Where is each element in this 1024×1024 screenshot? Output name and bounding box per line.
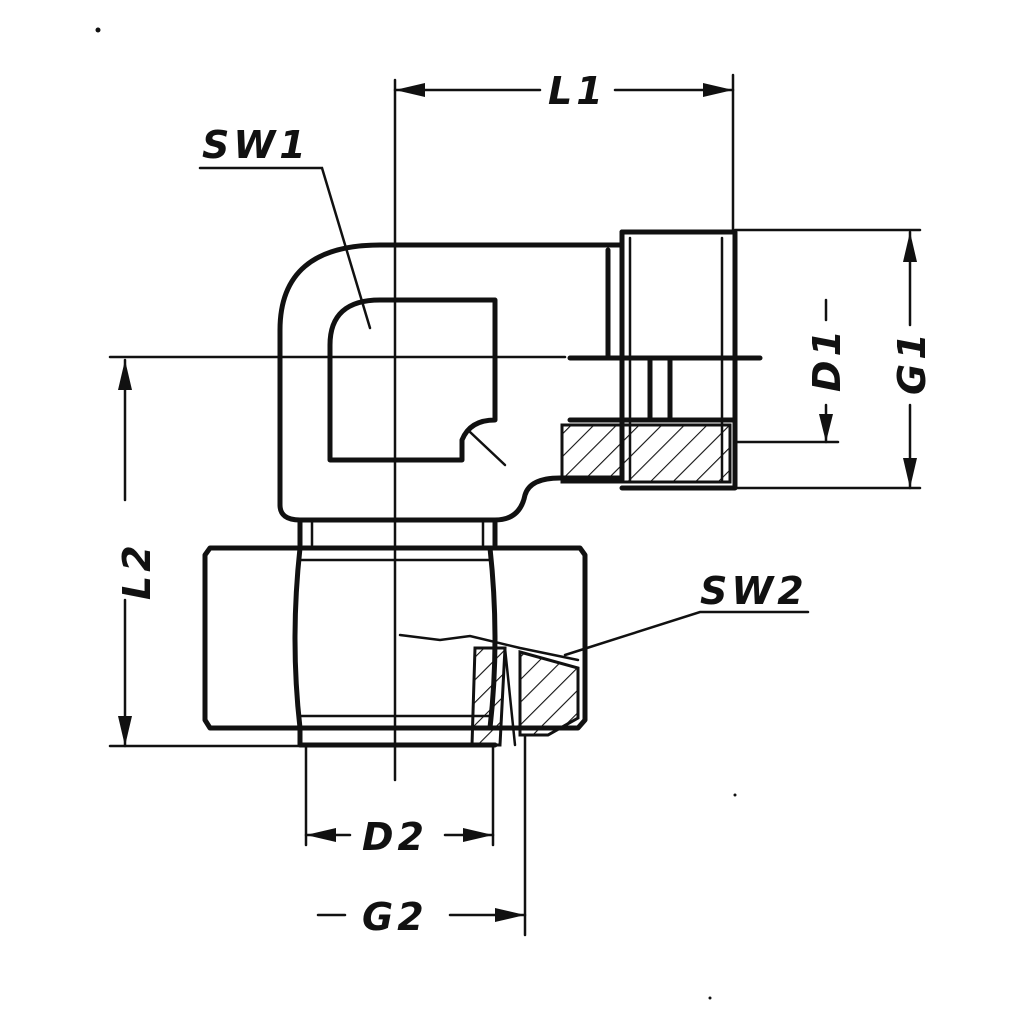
label-g1: G1: [890, 329, 934, 395]
leader-sw1: SW1: [198, 123, 372, 330]
dim-l1: L1: [393, 69, 735, 234]
dim-g2: G2: [316, 733, 527, 939]
label-d2: D2: [362, 815, 428, 859]
label-l2: L2: [115, 541, 159, 600]
dim-d1: D1: [733, 298, 849, 444]
label-d1: D1: [805, 326, 849, 392]
threaded-spigot: [560, 229, 763, 491]
dim-l2: L2: [115, 358, 159, 748]
label-sw1: SW1: [202, 123, 310, 167]
label-sw2: SW2: [700, 569, 808, 613]
label-g2: G2: [362, 895, 428, 939]
label-l1: L1: [548, 69, 607, 113]
dim-g1: G1: [733, 228, 934, 490]
elbow-body: [277, 242, 625, 548]
dim-d2: D2: [304, 744, 495, 859]
center-lines: [108, 78, 567, 782]
scan-specks: [95, 27, 737, 1000]
leader-sw2: SW2: [563, 569, 810, 657]
